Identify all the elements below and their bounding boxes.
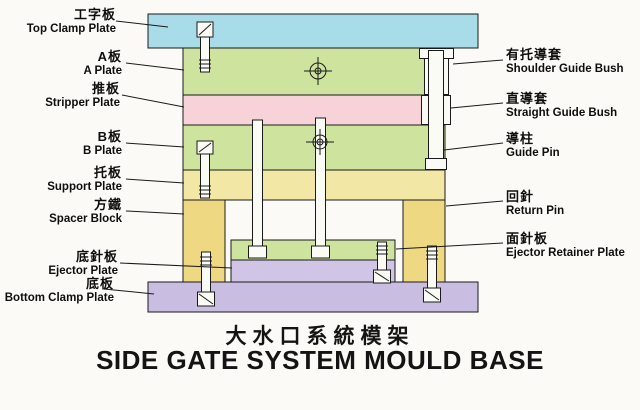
spacer-block-right-shape [402,199,446,283]
hardware [196,21,454,307]
label-shoulder-guide-bush-cn: 有托導套 [506,47,563,62]
ejector-plate-shape [230,259,396,283]
label-stripper-plate: 推板 Stripper Plate [45,81,120,109]
label-straight-guide-bush-cn: 直導套 [506,91,549,106]
label-spacer-block: 方鐵 Spacer Block [49,197,122,225]
label-straight-guide-bush-en: Straight Guide Bush [506,106,618,119]
label-bottom-clamp-plate-cn: 底板 [85,276,114,291]
label-a-plate-en: A Plate [83,64,122,77]
label-shoulder-guide-bush-en: Shoulder Guide Bush [506,62,624,75]
label-top-clamp-plate-cn: 工字板 [73,7,116,22]
center-ejector-pin-shape [311,117,330,259]
label-return-pin: 回針 Return Pin [506,189,565,217]
cap-screw-ejector [373,241,391,284]
label-support-plate-en: Support Plate [47,180,122,193]
centering-marks [304,57,334,155]
label-straight-guide-bush: 直導套 Straight Guide Bush [506,91,618,119]
cap-screw-mid-left [196,140,214,199]
label-guide-pin-en: Guide Pin [506,146,560,159]
centering-mark-a-plate [304,57,332,85]
label-ejector-retainer-plate: 面針板 Ejector Retainer Plate [506,231,625,259]
label-top-clamp-plate: 工字板 Top Clamp Plate [26,7,116,35]
label-return-pin-en: Return Pin [506,204,565,217]
cap-screw-bottom-left [197,251,215,307]
leader-lines [103,20,504,295]
title-english: SIDE GATE SYSTEM MOULD BASE [96,345,544,375]
label-bottom-clamp-plate-en: Bottom Clamp Plate [4,291,114,304]
label-guide-pin: 導柱 Guide Pin [506,131,560,159]
label-b-plate: B板 B Plate [83,129,122,157]
label-guide-pin-cn: 導柱 [506,131,535,146]
label-support-plate: 托板 Support Plate [47,165,122,193]
centering-mark-b-plate [306,129,334,155]
label-stripper-plate-en: Stripper Plate [45,96,120,109]
label-b-plate-cn: B板 [97,129,122,144]
cap-screw-bottom-right [423,245,441,303]
label-stripper-plate-cn: 推板 [91,81,120,96]
label-bottom-clamp-plate: 底板 Bottom Clamp Plate [4,276,114,304]
label-spacer-block-en: Spacer Block [49,212,122,225]
cap-screw-top [196,21,214,73]
b-plate-shape [182,124,446,171]
label-a-plate-cn: A板 [97,49,122,64]
label-b-plate-en: B Plate [83,144,122,157]
label-ejector-plate-cn: 底針板 [75,249,118,264]
label-support-plate-cn: 托板 [93,165,122,180]
return-pin-shape [248,119,267,259]
label-a-plate: A板 A Plate [83,49,122,77]
label-top-clamp-plate-en: Top Clamp Plate [26,22,116,35]
label-ejector-retainer-plate-en: Ejector Retainer Plate [506,246,625,259]
stripper-plate-shape [182,94,446,126]
support-plate-shape [182,169,446,201]
label-ejector-plate: 底針板 Ejector Plate [48,249,118,277]
label-spacer-block-cn: 方鐵 [93,197,122,212]
label-shoulder-guide-bush: 有托導套 Shoulder Guide Bush [506,47,624,75]
label-ejector-plate-en: Ejector Plate [48,264,118,277]
label-return-pin-cn: 回針 [506,189,535,204]
title-chinese: 大水口系統模架 [225,325,415,348]
guide-pin-shape [425,50,447,170]
label-ejector-retainer-plate-cn: 面針板 [506,231,549,246]
